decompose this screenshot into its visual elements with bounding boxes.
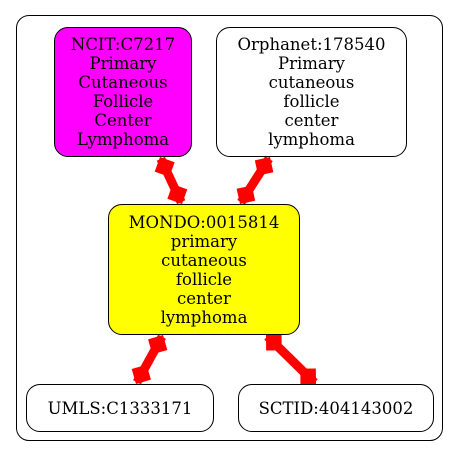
node-umls-line: UMLS:C1333171 (47, 398, 193, 418)
node-ncit-line: Lymphoma (76, 130, 170, 149)
node-mondo-line: MONDO:0015814 (128, 213, 280, 232)
node-orphanet-line: follicle (283, 92, 340, 111)
node-mondo-line: follicle (175, 270, 233, 289)
node-ncit-line: Center (94, 111, 152, 130)
node-ncit-line: Primary (89, 54, 157, 73)
node-orphanet-line: center (284, 111, 339, 130)
node-ncit-line: Follicle (92, 92, 154, 111)
node-mondo-line: lymphoma (160, 308, 248, 327)
cluster-box (16, 15, 443, 441)
node-orphanet[interactable]: Orphanet:178540 Primary cutaneous follic… (216, 27, 407, 157)
node-sctid-line: SCTID:404143002 (258, 398, 414, 418)
node-mondo-line: primary (170, 232, 238, 251)
node-orphanet-line: Orphanet:178540 (237, 35, 386, 54)
node-umls[interactable]: UMLS:C1333171 (26, 384, 214, 432)
node-orphanet-line: lymphoma (268, 130, 355, 149)
node-mondo-line: cutaneous (161, 251, 247, 270)
node-ncit[interactable]: NCIT:C7217 Primary Cutaneous Follicle Ce… (54, 27, 192, 157)
node-mondo-line: center (177, 289, 231, 308)
node-sctid[interactable]: SCTID:404143002 (238, 384, 434, 432)
node-orphanet-line: cutaneous (268, 73, 355, 92)
node-orphanet-line: Primary (278, 54, 345, 73)
node-mondo[interactable]: MONDO:0015814 primary cutaneous follicle… (108, 204, 300, 335)
node-ncit-line: Cutaneous (78, 73, 168, 92)
node-ncit-line: NCIT:C7217 (70, 35, 176, 54)
